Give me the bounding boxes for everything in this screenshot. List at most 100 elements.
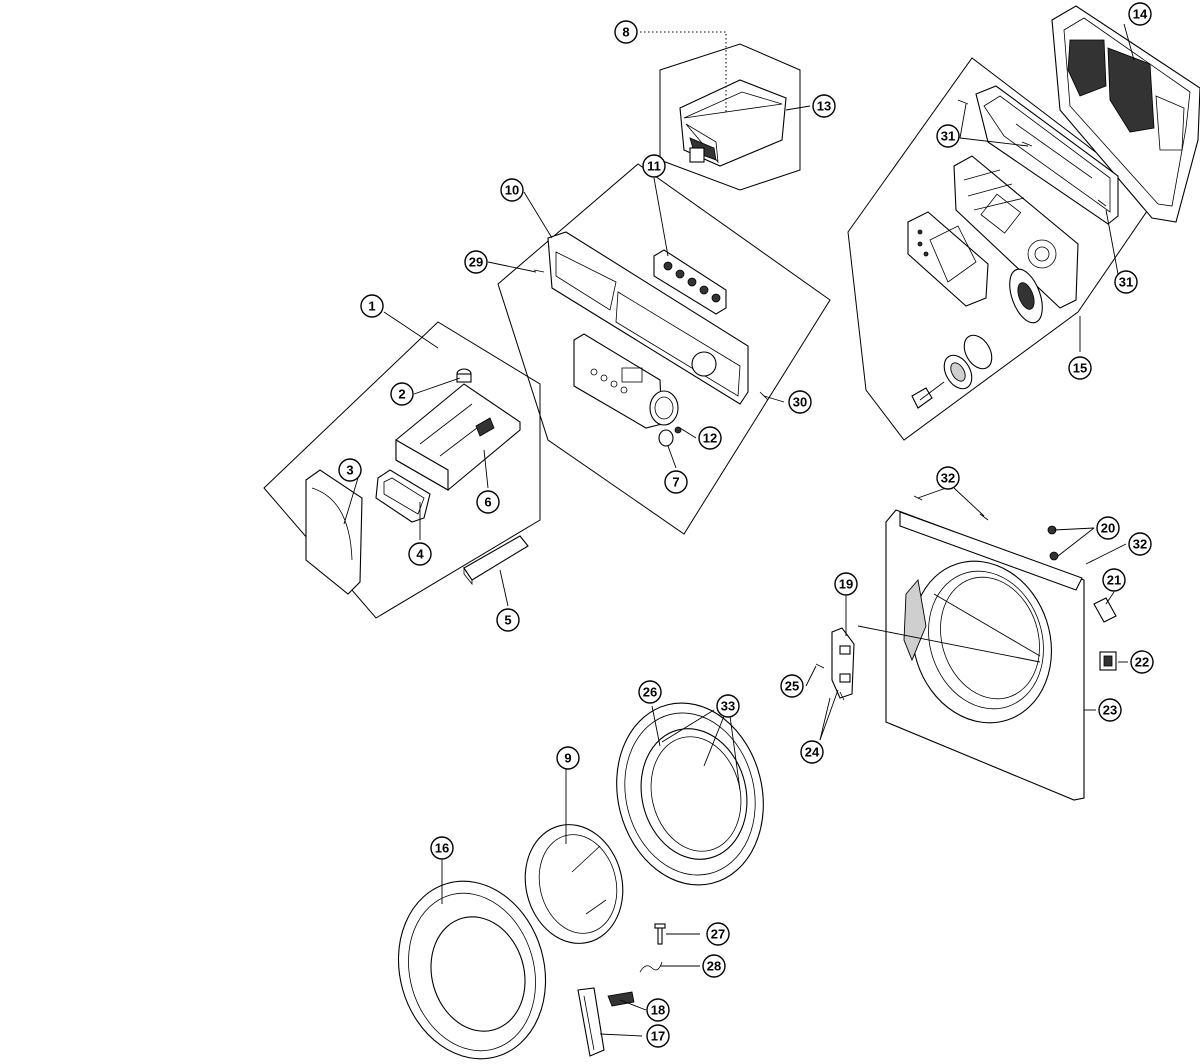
knob-part	[658, 426, 682, 447]
svg-text:17: 17	[651, 1029, 665, 1044]
callout-7: 7	[664, 470, 688, 494]
dispenser-housing-part	[679, 79, 787, 167]
svg-text:21: 21	[1107, 573, 1121, 588]
svg-text:25: 25	[785, 679, 799, 694]
callout-8: 8	[614, 20, 638, 44]
callout-32-top: 32	[936, 466, 960, 490]
callout-31-top: 31	[936, 124, 960, 148]
svg-text:9: 9	[564, 751, 571, 766]
callout-13: 13	[812, 94, 836, 118]
drawer-front-part	[305, 469, 363, 595]
svg-text:31: 31	[1119, 275, 1133, 290]
svg-text:24: 24	[805, 745, 820, 760]
callout-4: 4	[408, 542, 432, 566]
svg-text:23: 23	[1103, 703, 1117, 718]
svg-text:27: 27	[711, 927, 725, 942]
svg-text:12: 12	[703, 431, 717, 446]
pcb-board-part	[953, 155, 1079, 309]
callout-15: 15	[1068, 356, 1092, 380]
callout-9: 9	[556, 746, 580, 770]
callout-20: 20	[1096, 516, 1120, 540]
svg-text:18: 18	[651, 1003, 665, 1018]
callout-21: 21	[1102, 568, 1126, 592]
svg-text:14: 14	[1133, 7, 1148, 22]
pcb-frame-part	[975, 85, 1119, 225]
nut-parts	[1047, 525, 1059, 561]
svg-text:30: 30	[793, 395, 807, 410]
group-outline-pcb	[847, 57, 1157, 441]
callout-14: 14	[1128, 2, 1152, 26]
callout-32-right: 32	[1128, 532, 1152, 556]
callout-28: 28	[702, 954, 726, 978]
svg-text:4: 4	[416, 547, 424, 562]
svg-text:31: 31	[941, 129, 955, 144]
switch-board-part	[653, 249, 727, 315]
svg-text:20: 20	[1101, 521, 1115, 536]
svg-text:19: 19	[839, 577, 853, 592]
door-glass-part	[524, 824, 624, 944]
callout-11: 11	[642, 154, 666, 178]
drawer-handle-part	[463, 535, 529, 586]
svg-text:32: 32	[941, 471, 955, 486]
svg-text:28: 28	[707, 959, 721, 974]
callout-19: 19	[834, 572, 858, 596]
callout-12: 12	[698, 426, 722, 450]
callout-33: 33	[716, 694, 740, 718]
drawer-gasket-part	[375, 469, 431, 523]
svg-text:11: 11	[647, 159, 661, 174]
switch-part	[1093, 597, 1117, 623]
leader-lines	[343, 23, 1135, 1037]
callout-3: 3	[338, 458, 362, 482]
callout-2: 2	[390, 382, 414, 406]
svg-text:22: 22	[1135, 655, 1149, 670]
dispenser-drawer-part	[395, 383, 521, 491]
svg-text:13: 13	[817, 99, 831, 114]
group-outline-control-panel	[497, 163, 831, 535]
hinge-pin-part	[654, 923, 666, 945]
svg-text:33: 33	[721, 699, 735, 714]
door-ring-inner-part	[616, 702, 764, 886]
knob-assembly-part	[911, 334, 993, 409]
svg-text:16: 16	[435, 841, 449, 856]
svg-text:32: 32	[1133, 537, 1147, 552]
control-panel-frame-part	[547, 231, 749, 405]
svg-text:5: 5	[504, 613, 511, 628]
svg-text:26: 26	[643, 685, 657, 700]
callout-25: 25	[780, 674, 804, 698]
callout-1: 1	[360, 294, 384, 318]
callout-31-bottom: 31	[1114, 270, 1138, 294]
callout-27: 27	[706, 922, 730, 946]
svg-text:8: 8	[622, 25, 629, 40]
callout-5: 5	[496, 608, 520, 632]
svg-text:10: 10	[505, 183, 519, 198]
callout-22: 22	[1130, 650, 1154, 674]
callout-23: 23	[1098, 698, 1122, 722]
latch-part	[1099, 651, 1117, 671]
callout-24: 24	[800, 740, 824, 764]
callout-26: 26	[638, 680, 662, 704]
svg-text:29: 29	[469, 255, 483, 270]
display-module-part	[907, 211, 989, 307]
back-cover-part	[1051, 5, 1200, 223]
svg-text:3: 3	[346, 463, 353, 478]
svg-text:7: 7	[672, 475, 679, 490]
hinge-part	[831, 627, 855, 699]
callout-10: 10	[500, 178, 524, 202]
door-handle-part	[577, 987, 605, 1057]
callout-29: 29	[464, 250, 488, 274]
svg-text:2: 2	[398, 387, 405, 402]
svg-text:1: 1	[368, 299, 375, 314]
spring-part	[639, 961, 663, 973]
dispenser-cap-part	[456, 368, 472, 383]
encoder-ring-part	[1009, 268, 1043, 324]
callout-18: 18	[646, 998, 670, 1022]
svg-text:6: 6	[484, 495, 491, 510]
callout-6: 6	[476, 490, 500, 514]
door-ring-outer-part	[397, 880, 547, 1060]
callout-16: 16	[430, 836, 454, 860]
knob-ring-part	[649, 390, 679, 426]
callout-30: 30	[788, 390, 812, 414]
group-outline-dispenser	[263, 321, 541, 619]
svg-text:15: 15	[1073, 361, 1087, 376]
